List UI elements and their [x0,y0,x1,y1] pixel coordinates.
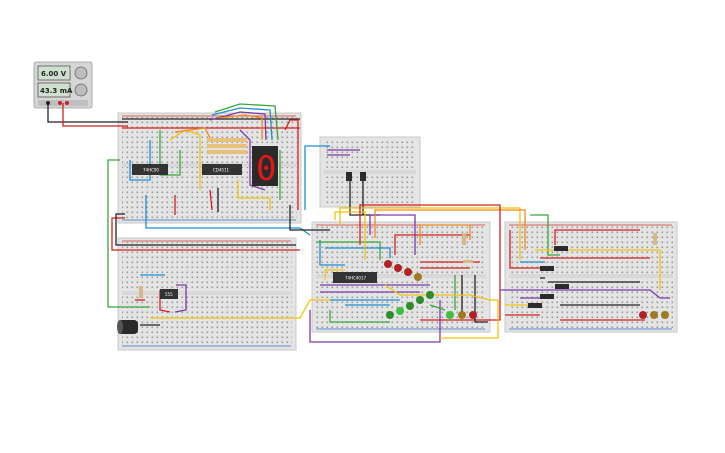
current-readout: 43.3 mA [40,87,73,95]
voltage-readout: 6.00 V [41,70,67,78]
seven-segment-display: 0 [252,146,278,189]
power-supply[interactable]: 6.00 V 43.3 mA [33,61,93,109]
positive-terminal[interactable] [58,101,62,105]
chip-label-74hc90: 74HC90 [143,168,159,173]
chip-label-cd4511: CD4511 [213,168,230,173]
voltage-display [37,65,71,81]
ic-74hc4017[interactable]: 74HC4017 [333,272,377,283]
chip-label-74hc4017: 74HC4017 [345,276,367,281]
diode[interactable] [528,246,569,308]
resistor[interactable] [139,233,657,298]
led-traffic-right[interactable] [639,311,669,319]
led-status[interactable] [446,311,477,319]
positive-terminal-2[interactable] [65,101,69,105]
voltage-knob[interactable] [74,66,88,80]
electrolytic-capacitor[interactable] [117,320,138,334]
wires[interactable] [47,103,670,343]
breadboard-bottom-left[interactable] [117,237,297,351]
chip-label-555: 555 [165,292,173,297]
current-knob[interactable] [74,83,88,97]
segment-digit: 0 [256,149,276,189]
breadboard-right[interactable] [504,221,678,333]
current-display [37,82,71,98]
transistor[interactable] [346,172,366,181]
ic-555-timer[interactable]: 555 [160,289,178,299]
breadboard-small-top[interactable] [319,136,421,208]
led-array-red[interactable] [384,260,422,281]
resistor-array [207,138,247,154]
ic-74hc90[interactable]: 74HC90 [132,164,168,175]
led-array-green[interactable] [386,291,434,319]
ic-cd4511[interactable]: CD4511 [202,164,242,175]
